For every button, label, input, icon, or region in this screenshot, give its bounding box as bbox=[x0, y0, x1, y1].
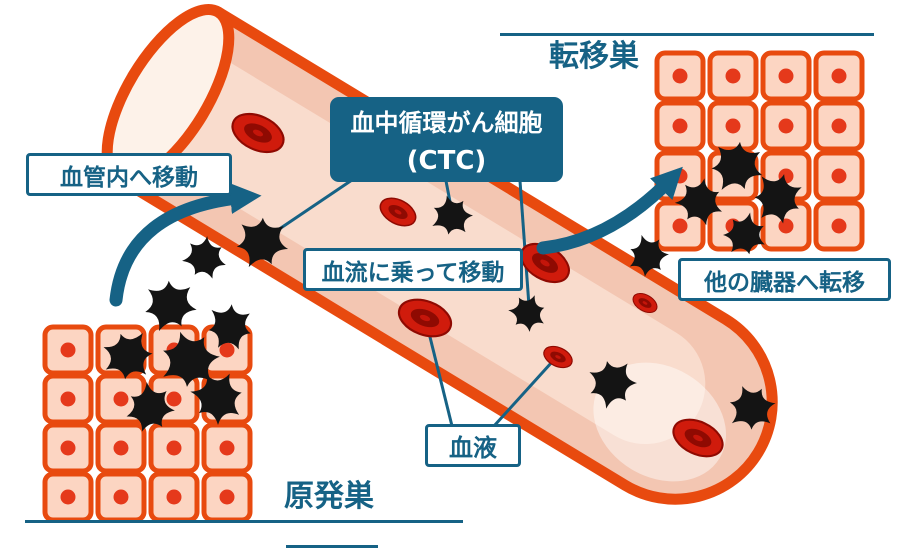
tissue-cell bbox=[45, 327, 91, 373]
tissue-cell bbox=[763, 103, 809, 149]
blood-box: 血液 bbox=[425, 424, 521, 467]
primary-site-label: 原発巣 bbox=[284, 479, 374, 514]
tissue-cell bbox=[45, 474, 91, 520]
tissue-cell bbox=[204, 474, 250, 520]
tissue-cell bbox=[710, 103, 756, 149]
metastasize-other-organs-label: 他の臓器へ転移 bbox=[704, 269, 865, 296]
tissue-cell bbox=[816, 53, 862, 99]
tissue-cell bbox=[151, 474, 197, 520]
primary-site-rule bbox=[25, 520, 463, 523]
metastatic-site-rule bbox=[500, 33, 874, 36]
tissue-cell bbox=[98, 474, 144, 520]
ctc-label-line1: 血中循環がん細胞 bbox=[350, 109, 543, 137]
move-with-bloodflow-box: 血流に乗って移動 bbox=[303, 248, 523, 291]
move-with-bloodflow-label: 血流に乗って移動 bbox=[321, 259, 505, 286]
tissue-cell bbox=[204, 425, 250, 471]
ctc-pointer-line bbox=[518, 180, 531, 307]
tissue-cell bbox=[710, 53, 756, 99]
metastatic-tissue-grid bbox=[657, 53, 862, 249]
ctc-label-line2: (CTC) bbox=[406, 146, 487, 176]
bottom-short-rule bbox=[286, 545, 378, 548]
move-into-vessel-box: 血管内へ移動 bbox=[26, 153, 232, 196]
tissue-cell bbox=[151, 425, 197, 471]
move-into-vessel-label: 血管内へ移動 bbox=[60, 164, 198, 191]
tissue-cell bbox=[98, 425, 144, 471]
tissue-cell bbox=[657, 103, 703, 149]
metastatic-site-label: 転移巣 bbox=[549, 39, 639, 74]
tissue-cell bbox=[816, 203, 862, 249]
tissue-cell bbox=[45, 376, 91, 422]
metastasize-other-organs-box: 他の臓器へ転移 bbox=[678, 258, 891, 301]
blood-pointer-lines bbox=[427, 332, 554, 428]
arrow-into-vessel-icon bbox=[109, 182, 262, 307]
tissue-cell bbox=[816, 103, 862, 149]
movement-arrows bbox=[109, 166, 683, 307]
ctc-callout-box: 血中循環がん細胞 (CTC) bbox=[330, 97, 563, 182]
arrow-to-organ-icon bbox=[536, 166, 683, 255]
vessel-lumen-highlight bbox=[149, 51, 706, 445]
blood-pointer-line bbox=[427, 332, 454, 427]
tissue-cell bbox=[816, 153, 862, 199]
tissue-cell bbox=[763, 53, 809, 99]
tissue-cell bbox=[657, 53, 703, 99]
blood-label: 血液 bbox=[449, 434, 497, 462]
tissue-cell bbox=[45, 425, 91, 471]
blood-pointer-line bbox=[492, 360, 554, 428]
